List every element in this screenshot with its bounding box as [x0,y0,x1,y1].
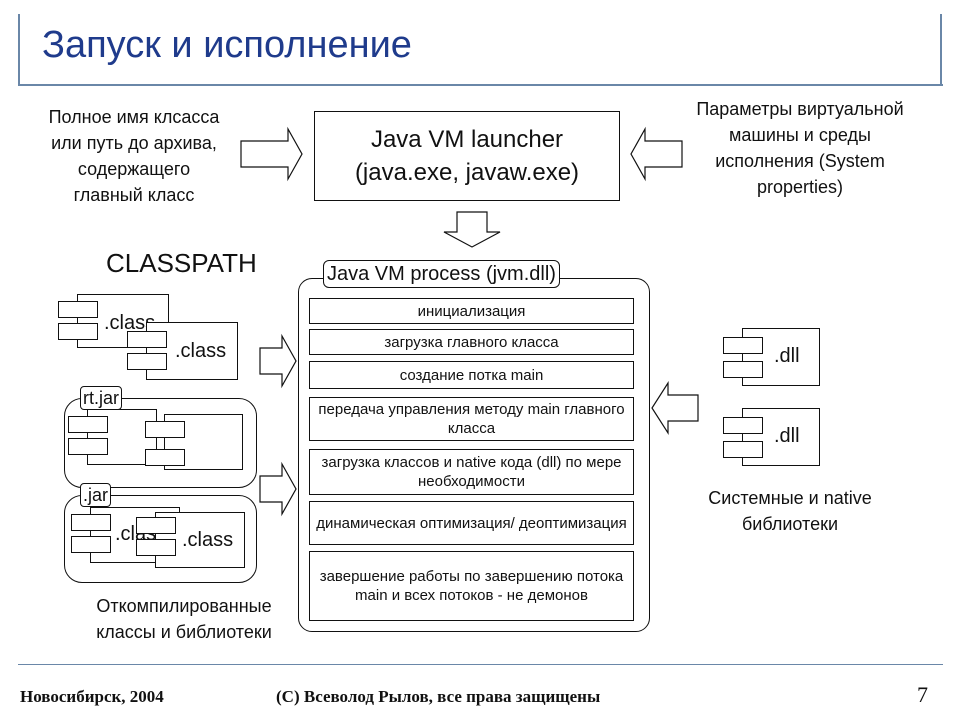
component-port [145,421,185,438]
main-class-input-line: или путь до архива, [51,133,217,153]
arrow-classes-to-process [259,333,297,389]
arrow-native-to-process [651,380,699,436]
footer-location: Новосибирск, 2004 [20,687,164,706]
component-port [723,337,763,354]
dll-component: .dll [723,328,820,386]
compiled-classes-caption-line: Откомпилированные [96,596,272,616]
jar-class-label: .class [182,529,234,551]
native-libraries-caption-line: библиотеки [741,514,839,534]
jar-class-component: .class [136,512,245,568]
header-accent-line [18,14,20,84]
classpath-label: CLASSPATH [106,248,257,278]
component-port [723,441,763,458]
component-port [68,416,108,433]
rt-jar-label: rt.jar [80,386,122,410]
footer-copyright: (C) Всеволод Рылов, все права защищены [276,687,601,706]
jar-container [64,495,257,583]
arrow-vm-params-to-launcher [630,126,683,182]
jvm-launcher-executables: (java.exe, javaw.exe) [354,159,580,186]
component-port [136,539,176,556]
step-load-classes-native: загрузка классов и native кода (dll) по … [309,449,634,495]
component-port [68,438,108,455]
class-file-label: .class [175,340,227,362]
header-accent-line-right [940,14,942,84]
dll-label: .dll [774,425,800,447]
component-port [723,361,763,378]
native-libraries-caption: Системные и native библиотеки [680,485,900,537]
component-port [127,353,167,370]
dll-label: .dll [774,345,800,367]
vm-params-input-line: properties) [756,177,844,197]
component-port [136,517,176,534]
step-initialization: инициализация [309,298,634,324]
step-shutdown: завершение работы по завершению потока m… [309,551,634,621]
component-port [71,514,111,531]
jvm-launcher-box: Java VM launcher (java.exe, javaw.exe) [314,111,620,201]
component-port [71,536,111,553]
page-number: 7 [917,682,928,707]
jar-label: .jar [80,483,112,507]
main-class-input-line: главный класс [73,185,195,205]
component-port [58,323,98,340]
native-libraries-caption-line: Системные и native [708,488,872,508]
header-rule [18,84,943,86]
footer-rule [18,664,943,665]
class-file-component: .class [58,294,169,348]
vm-params-input-line: машины и среды [729,125,871,145]
compiled-classes-caption-line: классы и библиотеки [96,622,272,642]
main-class-input-text: Полное имя клсасса или путь до архива, с… [20,104,248,208]
slide-title: Запуск и исполнение [42,24,412,66]
component-port [58,301,98,318]
step-invoke-main-method: передача управления методу main главного… [309,397,634,441]
step-create-main-thread: создание потка main [309,361,634,389]
class-file-component: .class [127,322,238,380]
component-port [723,417,763,434]
dll-component: .dll [723,408,820,466]
component-port [145,449,185,466]
jvm-launcher-title: Java VM launcher [370,126,564,153]
vm-params-input-text: Параметры виртуальной машины и среды исп… [664,96,936,200]
step-load-main-class: загрузка главного класса [309,329,634,355]
jvm-process-label: Java VM process (jvm.dll) [323,260,560,288]
step-dynamic-optimization: динамическая оптимизация/ деоптимизация [309,501,634,545]
rt-jar-component [145,414,243,470]
rt-jar-container [64,398,257,488]
main-class-input-line: Полное имя клсасса [48,107,220,127]
arrow-jars-to-process [259,461,297,517]
arrow-launcher-to-process [443,211,501,248]
component-port [127,331,167,348]
compiled-classes-caption: Откомпилированные классы и библиотеки [66,593,302,645]
class-file-label: .class [104,312,156,334]
vm-params-input-line: Параметры виртуальной [696,99,904,119]
arrow-main-class-to-launcher [240,126,303,182]
main-class-input-line: содержащего [77,159,191,179]
vm-params-input-line: исполнения (System [715,151,885,171]
